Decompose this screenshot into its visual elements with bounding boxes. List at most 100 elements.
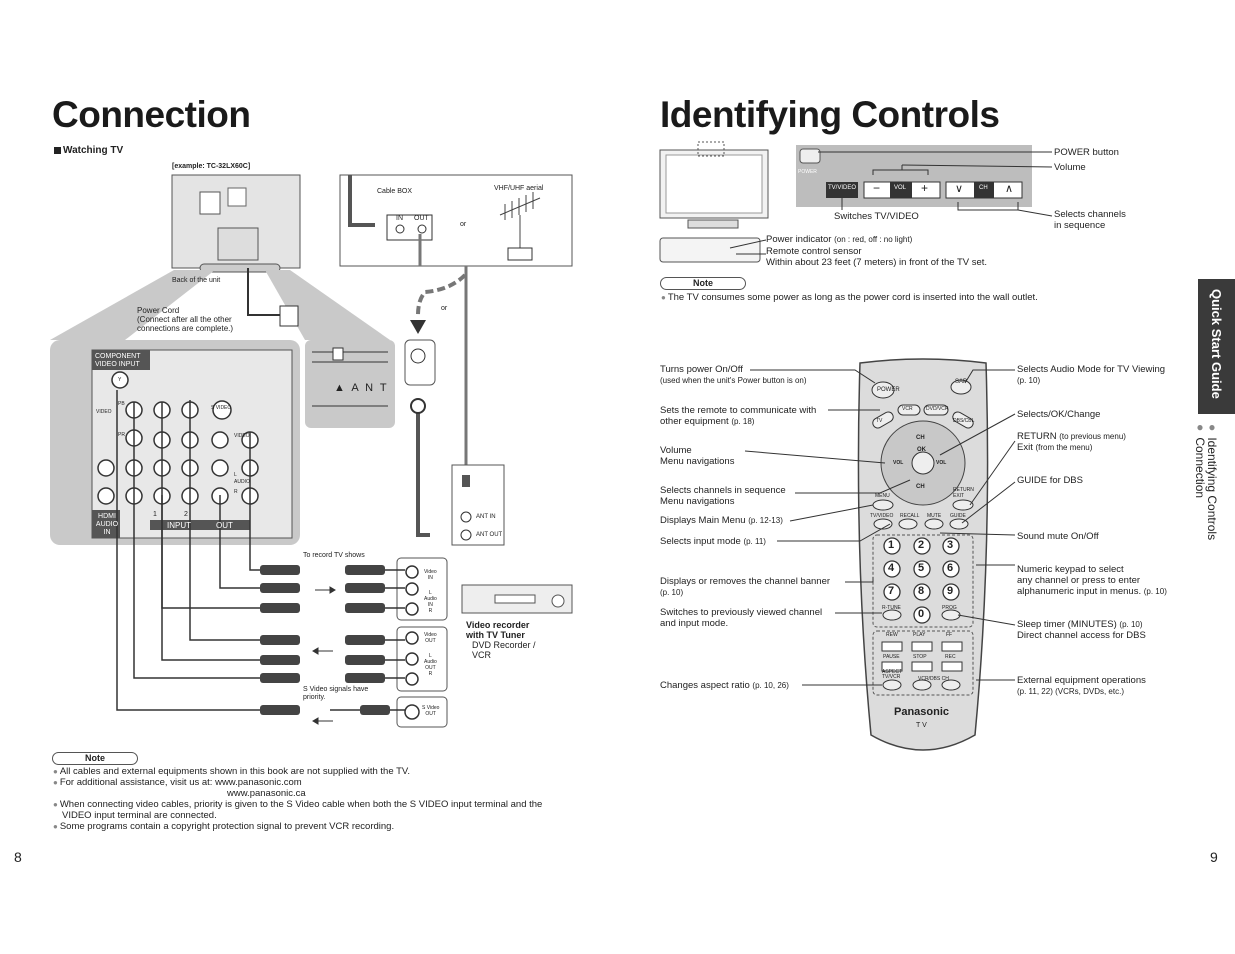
vhf-label: VHF/UHF aerial <box>494 185 544 192</box>
remote-prog-button[interactable]: PROG <box>942 605 957 611</box>
remote-tv-button[interactable]: TV <box>876 418 883 424</box>
remote-ch-down-button[interactable]: CH <box>916 484 925 490</box>
side-nav-identifying[interactable]: ● Identifying Controls <box>1205 420 1219 541</box>
label-external-equipment: External equipment operations(p. 11, 22)… <box>1017 675 1146 696</box>
label-return: RETURN (to previous menu)Exit (from the … <box>1017 431 1126 453</box>
remote-digit-2-button[interactable]: 2 <box>918 539 925 551</box>
page-number-right: 9 <box>1210 849 1218 865</box>
label-channel-banner: Displays or removes the channel banner(p… <box>660 576 831 597</box>
pr-label: PR <box>118 432 125 438</box>
switches-tv-label: Switches TV/VIDEO <box>834 211 919 222</box>
remote-vcr-button[interactable]: VCR <box>902 406 913 412</box>
page-number-left: 8 <box>14 849 22 865</box>
out-label: OUT <box>414 215 429 222</box>
remote-recall-button[interactable]: RECALL <box>900 513 920 519</box>
remote-rec-button[interactable]: REC <box>945 654 956 660</box>
y-label: Y <box>118 377 122 383</box>
note-pill-right: Note <box>660 277 746 290</box>
note-list-left: All cables and external equipments shown… <box>53 766 583 832</box>
panel-vol-down-button[interactable]: − <box>873 181 881 195</box>
remote-guide-button[interactable]: GUIDE <box>950 513 966 519</box>
remote-rtune-button[interactable]: R-TUNE <box>882 605 901 611</box>
tv-front-diagram <box>659 141 1053 263</box>
remote-dbs-button[interactable]: DBS/CBL <box>953 418 975 424</box>
label-mute: Sound mute On/Off <box>1017 531 1099 542</box>
note-text-right: The TV consumes some power as long as th… <box>661 292 1038 303</box>
power-indicator-label: Power indicator (on : red, off : no ligh… <box>766 234 913 245</box>
panel-ch-label: CH <box>979 185 988 191</box>
label-guide: GUIDE for DBS <box>1017 475 1083 486</box>
remote-sap-button[interactable]: SAP <box>955 379 968 385</box>
remote-pause-button[interactable]: PAUSE <box>883 654 900 660</box>
panel-vol-up-button[interactable]: + <box>921 181 929 195</box>
remote-stop-button[interactable]: STOP <box>913 654 927 660</box>
audio-label: AUDIO <box>234 479 250 485</box>
remote-mute-button[interactable]: MUTE <box>927 513 942 519</box>
l-label: L <box>234 472 237 478</box>
remote-tvvideo-button[interactable]: TV/VIDEO <box>870 513 894 519</box>
svideo-label: S VIDEO <box>211 405 232 411</box>
remote-ch-up-button[interactable]: CH <box>916 435 925 441</box>
remote-power-button[interactable]: POWER <box>877 387 900 393</box>
ant-in-label: ANT IN <box>476 514 496 520</box>
ant-label: ▲ A N T <box>334 382 389 394</box>
example-label: [example: TC-32LX60C] <box>172 163 251 170</box>
label-main-menu: Displays Main Menu (p. 12-13) <box>660 515 783 526</box>
remote-digit-0-button[interactable]: 0 <box>918 608 925 620</box>
remote-digit-3-button[interactable]: 3 <box>947 539 954 551</box>
remote-digit-1-button[interactable]: 1 <box>888 539 895 551</box>
remote-rew-button[interactable]: REW <box>886 632 898 638</box>
back-of-unit-label: Back of the unit <box>172 277 221 284</box>
remote-sensor-label: Remote control sensor <box>766 246 862 257</box>
remote-digit-6-button[interactable]: 6 <box>947 562 954 574</box>
side-tab-quick-start[interactable]: Quick Start Guide <box>1198 279 1235 414</box>
panel-ch-down-button[interactable]: ∨ <box>955 183 964 195</box>
side-nav-connection[interactable]: ● Connection <box>1193 420 1207 499</box>
input-label: INPUT <box>167 521 191 530</box>
panel-tvvideo-button[interactable]: TV/VIDEO <box>828 185 857 191</box>
side-nav-identifying-label: Identifying Controls <box>1205 437 1219 541</box>
out-section-label: OUT <box>216 521 233 530</box>
ant-out-label: ANT OUT <box>476 532 503 538</box>
panel-vol-label: VOL <box>894 185 907 191</box>
panel-power-label: POWER <box>798 169 817 175</box>
remote-digit-5-button[interactable]: 5 <box>918 562 925 574</box>
remote-digit-8-button[interactable]: 8 <box>918 585 925 597</box>
video-left-label: VIDEO <box>96 409 112 415</box>
connection-diagram <box>50 174 573 728</box>
pb-label: PB <box>118 401 125 407</box>
or-label: or <box>460 221 467 228</box>
remote-play-button[interactable]: PLAY <box>913 632 926 638</box>
input-1-label: 1 <box>153 511 157 518</box>
remote-digit-4-button[interactable]: 4 <box>888 562 895 574</box>
power-button-label: POWER button <box>1054 147 1119 158</box>
remote-control <box>744 358 1016 751</box>
remote-ok-label: OK <box>917 447 926 453</box>
panel-ch-up-button[interactable]: ∧ <box>1005 183 1014 195</box>
volume-label: Volume <box>1054 162 1086 173</box>
label-aspect-ratio: Changes aspect ratio (p. 10, 26) <box>660 680 789 691</box>
remote-ff-button[interactable]: FF <box>946 632 953 638</box>
remote-model-label: T V <box>916 722 927 729</box>
remote-vol-down-button[interactable]: VOL <box>893 460 904 466</box>
remote-vol-up-button[interactable]: VOL <box>936 460 947 466</box>
remote-digit-7-button[interactable]: 7 <box>888 585 895 597</box>
section-heading: Watching TV <box>63 145 124 156</box>
side-tab-label: Quick Start Guide <box>1209 289 1224 399</box>
remote-dvd-button[interactable]: DVD/VCR <box>926 406 949 412</box>
page-title-identifying-controls: Identifying Controls <box>660 94 1000 135</box>
remote-menu-button[interactable]: MENU <box>875 493 890 499</box>
remote-digit-9-button[interactable]: 9 <box>947 585 954 597</box>
